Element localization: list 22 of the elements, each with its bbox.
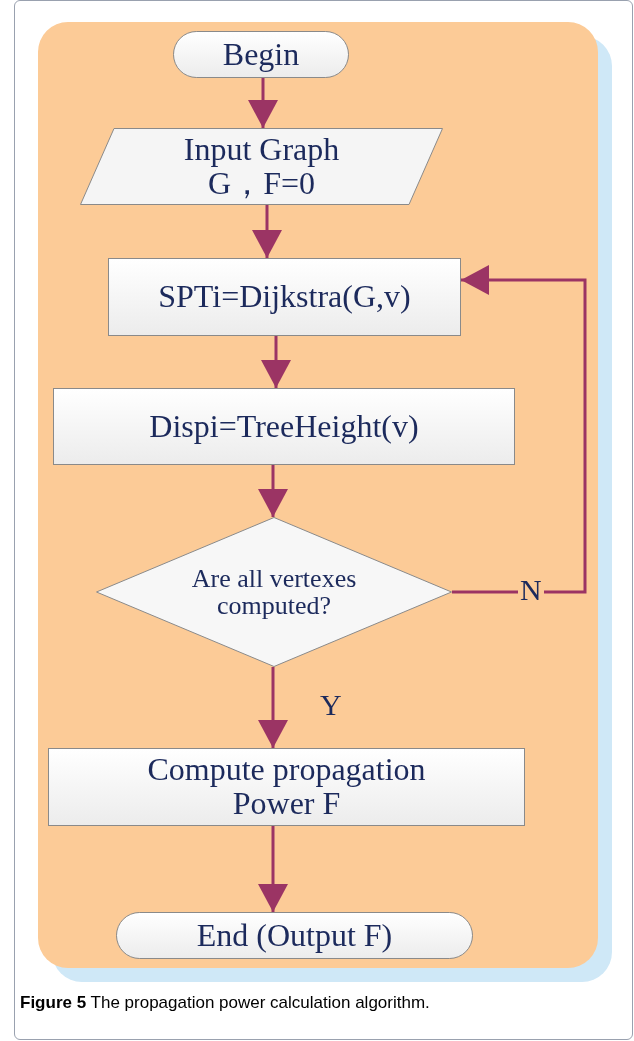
arrow [248,78,278,128]
process-box [53,388,515,465]
node-label: Input Graph G，F=0 [182,132,341,201]
arrow [258,667,288,748]
node-label: Compute propagation Power F [146,753,427,821]
arrow [452,265,587,594]
node-label: Begin [222,37,300,72]
node-label: Dispi=TreeHeight(v) [149,409,419,444]
process-box [48,748,525,826]
arrow [252,205,282,258]
decision-diamond [96,517,452,667]
input-parallelogram [80,128,443,205]
terminal-box [173,31,349,78]
node-label: SPTi=Dijkstra(G,v) [158,280,411,314]
arrow [258,826,288,912]
arrow [258,465,288,517]
node-label: End (Output F) [196,918,393,953]
node-label: Are all vertexes computed? [190,564,358,620]
process-box [108,258,461,336]
arrow [261,336,291,388]
terminal-box [116,912,473,959]
figure-caption: Figure 5 The propagation power calculation algorithm. [20,992,430,1014]
